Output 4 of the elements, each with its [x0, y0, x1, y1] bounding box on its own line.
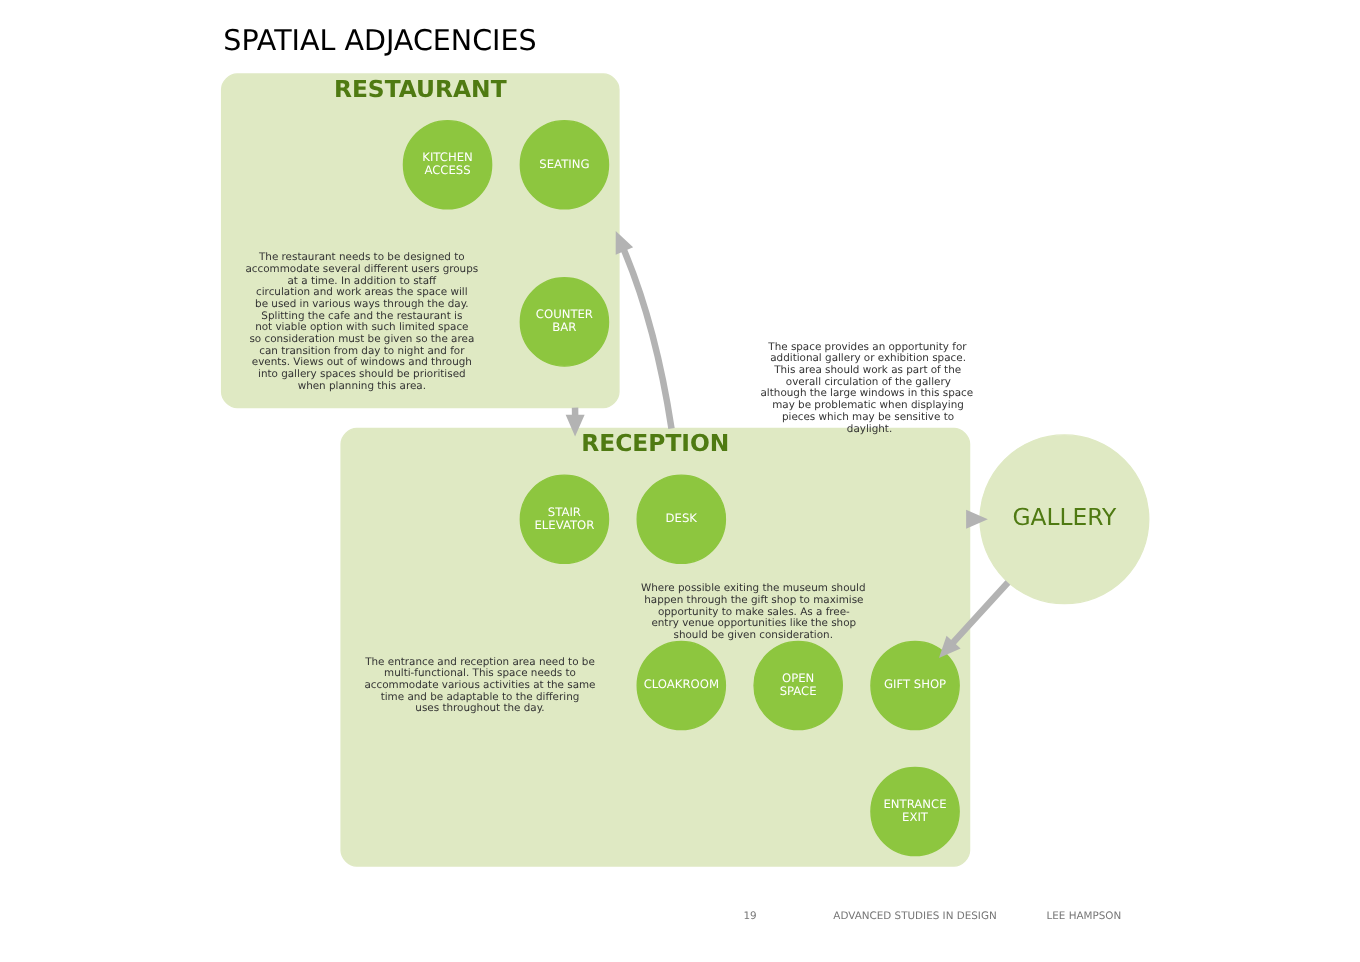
diagram-title: SPATIAL ADJACENCIES: [223, 25, 537, 58]
node-circle: GALLERY: [979, 434, 1150, 605]
arrow: [615, 231, 675, 429]
arrow: [938, 580, 1011, 659]
